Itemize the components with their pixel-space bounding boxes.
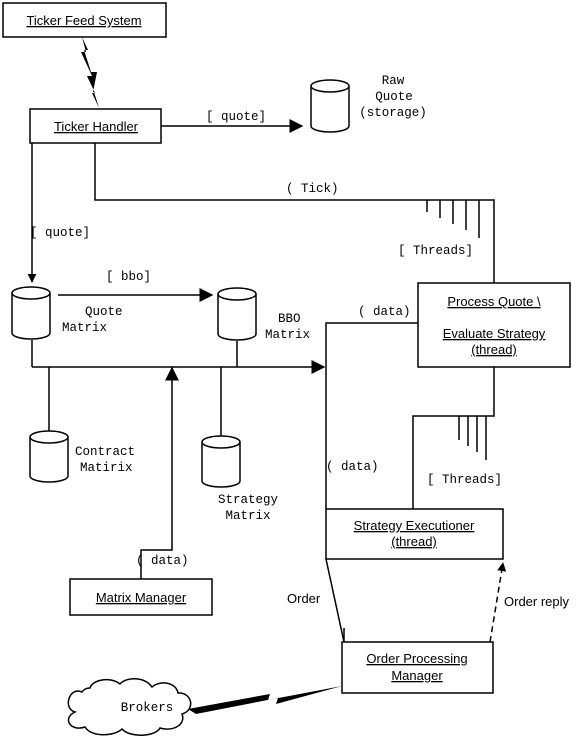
process-quote-label-1: Process Quote \ <box>447 294 541 309</box>
strategy-executioner-box <box>325 508 504 560</box>
bbo-matrix-cylinder <box>217 287 257 341</box>
feed-lightning-link <box>81 37 99 108</box>
data-top-label: ( data) <box>358 305 411 319</box>
tick-label: ( Tick) <box>286 182 339 196</box>
strategy-matrix-label-2: Matrix <box>225 509 270 523</box>
bbo-label: [ bbo] <box>106 270 151 284</box>
threads-bottom-label: [ Threads] <box>427 473 502 487</box>
process-quote-label-2: Evaluate Strategy <box>443 326 546 341</box>
brokers-label: Brokers <box>121 701 174 715</box>
threads-bottom-marks <box>458 416 487 460</box>
threads-bottom-line <box>412 367 495 509</box>
order-processing-label-1: Order Processing <box>366 651 467 666</box>
strategy-matrix-cylinder <box>201 435 241 488</box>
data-line <box>325 322 418 509</box>
tick-line <box>94 143 495 283</box>
threads-top-label: [ Threads] <box>398 244 473 258</box>
order-reply-arrow <box>489 562 507 643</box>
raw-quote-cylinder <box>310 79 350 133</box>
raw-quote-label-1: Raw <box>382 74 405 88</box>
brokers-cloud <box>67 678 192 736</box>
quote-left-label: [ quote] <box>30 226 90 240</box>
manager-to-bus-arrow <box>140 366 179 579</box>
contract-matrix-cylinder <box>29 430 69 483</box>
bbo-matrix-label-2: Matrix <box>265 328 310 342</box>
data-mid-label: ( data) <box>326 460 379 474</box>
matrix-manager-box <box>69 578 213 616</box>
quote-matrix-label-1: Quote <box>85 305 123 319</box>
data-bottom-label: ( data) <box>136 554 189 568</box>
matrix-manager-label: Matrix Manager <box>96 590 187 605</box>
order-reply-label: Order reply <box>504 594 570 609</box>
cylinders <box>11 79 350 488</box>
quote-matrix-label-2: Matrix <box>62 321 107 335</box>
order-processing-manager-box <box>341 641 494 694</box>
order-processing-label-2: Manager <box>391 668 443 683</box>
raw-quote-label-3: (storage) <box>359 106 427 120</box>
strategy-executioner-label-2: (thread) <box>391 534 437 549</box>
order-line <box>325 558 345 643</box>
contract-matrix-label-1: Contract <box>75 445 135 459</box>
quote-matrix-cylinder <box>11 286 51 340</box>
ticker-handler-box <box>29 108 162 144</box>
process-quote-label-3: (thread) <box>471 342 517 357</box>
bbo-matrix-label-1: BBO <box>278 312 301 326</box>
brokers-lightning-link <box>188 686 342 714</box>
ticker-feed-system-box <box>2 2 167 38</box>
strategy-matrix-label-1: Strategy <box>218 493 279 507</box>
quote-top-label: [ quote] <box>206 110 266 124</box>
ticker-feed-system-label: Ticker Feed System <box>26 13 141 28</box>
strategy-executioner-label-1: Strategy Executioner <box>354 518 475 533</box>
threads-top-marks <box>426 200 480 238</box>
raw-quote-label-2: Quote <box>375 90 413 104</box>
ticker-handler-label: Ticker Handler <box>54 119 139 134</box>
contract-matrix-label-2: Matirix <box>80 461 133 475</box>
order-label: Order <box>287 591 321 606</box>
